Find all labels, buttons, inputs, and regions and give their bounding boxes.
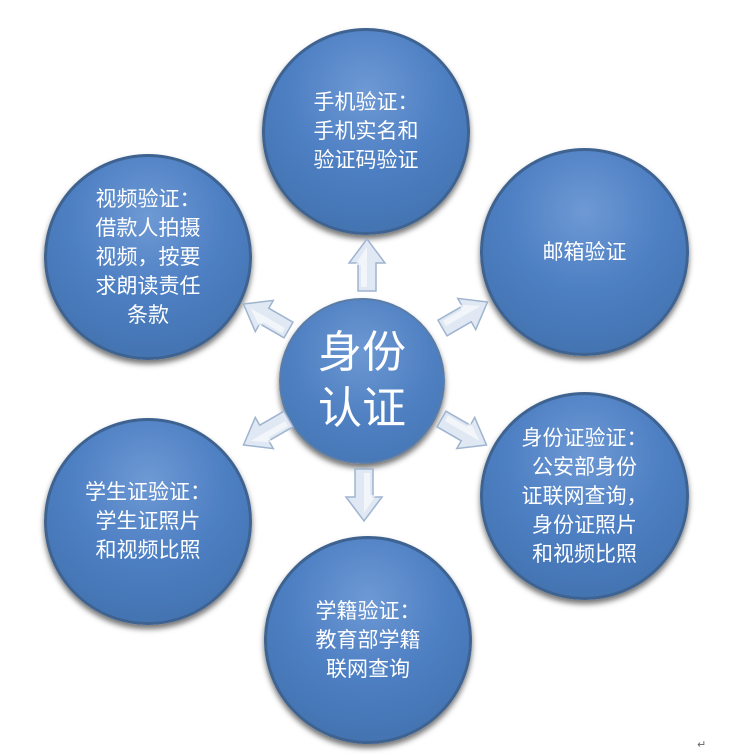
- node-student-status-verification-label: 学籍验证： 教育部学籍 联网查询: [315, 598, 421, 681]
- node-phone-verification-label: 手机验证： 手机实名和 验证码验证: [313, 90, 419, 172]
- node-video-verification-label: 视频验证： 借款人拍摄 视频，按要 求朗读责任 条款: [95, 186, 201, 327]
- arrow-to-bottom-left-icon: [242, 410, 295, 450]
- node-student-status-verification: 学籍验证： 教育部学籍 联网查询: [264, 536, 472, 744]
- node-phone-verification: 手机验证： 手机实名和 验证码验证: [262, 28, 470, 235]
- node-id-card-verification-label: 身份证验证： 公安部身份 证联网查询， 身份证照片 和视频比照: [521, 425, 648, 566]
- node-student-card-verification-label: 学生证验证： 学生证照片 和视频比照: [85, 480, 211, 562]
- node-email-verification: 邮箱验证: [480, 148, 689, 356]
- paragraph-mark: ↵: [697, 738, 707, 751]
- arrow-to-top-left-icon: [242, 299, 295, 339]
- node-identity-authentication-label: 身份 认证: [318, 327, 406, 434]
- node-video-verification: 视频验证： 借款人拍摄 视频，按要 求朗读责任 条款: [44, 154, 252, 360]
- node-id-card-verification: 身份证验证： 公安部身份 证联网查询， 身份证照片 和视频比照: [480, 392, 689, 600]
- node-email-verification-label: 邮箱验证: [542, 239, 627, 264]
- arrow-to-bottom-right-icon: [435, 410, 488, 450]
- arrow-to-top-icon: [347, 237, 387, 292]
- node-identity-authentication: 身份 认证: [279, 298, 445, 464]
- arrow-to-top-right-icon: [436, 297, 489, 337]
- node-student-card-verification: 学生证验证： 学生证照片 和视频比照: [44, 418, 252, 625]
- arrow-to-bottom-icon: [344, 468, 384, 523]
